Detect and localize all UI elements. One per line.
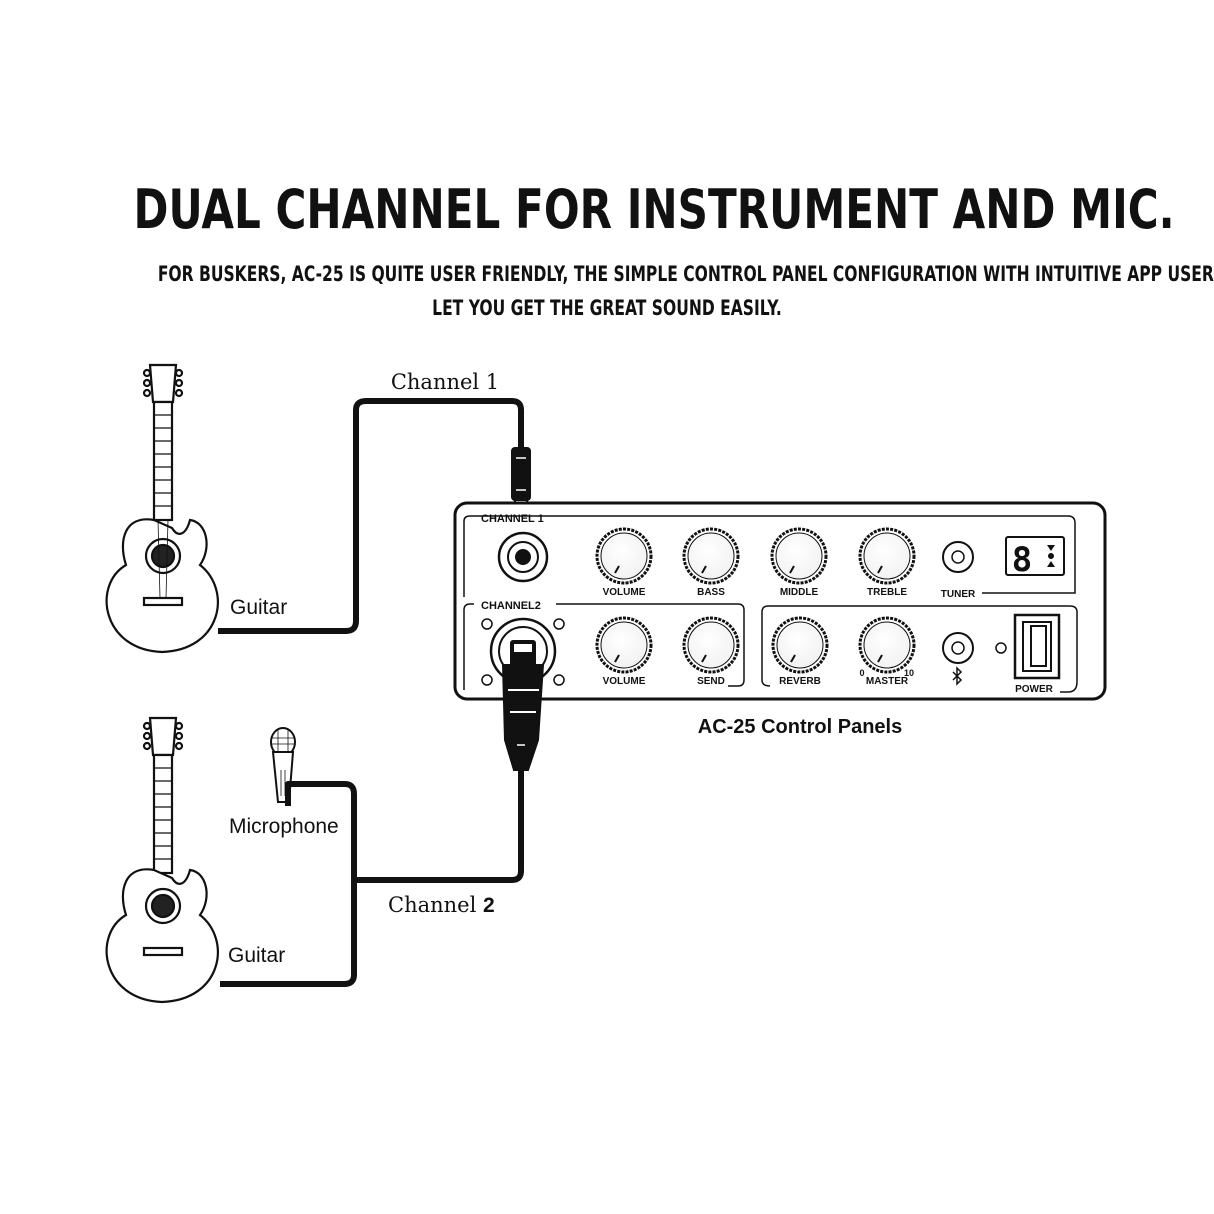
guitar-2-label: Guitar [228,944,285,967]
knob-ch1-volume-label: VOLUME [603,587,646,598]
knob-ch2-volume-label: VOLUME [603,676,646,687]
knob-reverb[interactable] [771,616,829,674]
page-title: DUAL CHANNEL FOR INSTRUMENT AND MIC. [133,178,1175,241]
bluetooth-icon [952,666,963,686]
subtitle-line-1: FOR BUSKERS, AC-25 IS QUITE USER FRIENDL… [157,262,1214,286]
channel-1-label: Channel 1 [391,370,499,394]
guitar-2-icon [105,716,219,1004]
knob-ch2-send-label: SEND [697,676,725,687]
guitar-1-icon [105,363,219,654]
knob-ch2-send[interactable] [682,616,740,674]
tuner-button[interactable] [942,541,974,573]
tuner-digit: 8 [1012,540,1032,580]
tuner-display: 8 [1005,536,1065,580]
knob-ch1-middle-label: MIDDLE [780,587,819,598]
knob-reverb-label: REVERB [779,676,821,687]
channel-2-label: Channel [388,893,477,917]
xlr-plug-icon [501,640,545,771]
panel-channel2-label: CHANNEL2 [481,600,541,612]
knob-master[interactable] [858,616,916,674]
knob-ch1-treble[interactable] [858,527,916,585]
channel1-input-jack[interactable] [497,531,549,583]
svg-text:Channel 2: Channel 2 [388,893,495,917]
channel-2-number: 2 [483,894,495,917]
power-switch[interactable] [1013,613,1061,680]
subtitle-line-2: LET YOU GET THE GREAT SOUND EASILY. [432,296,782,320]
knob-ch1-bass-label: BASS [697,587,725,598]
bluetooth-button[interactable] [942,632,974,664]
knob-ch1-bass[interactable] [682,527,740,585]
knob-ch1-middle[interactable] [770,527,828,585]
knob-ch1-treble-label: TREBLE [867,587,907,598]
knob-ch1-volume[interactable] [595,527,653,585]
panel-caption: AC-25 Control Panels [698,716,902,738]
tuner-label: TUNER [941,589,976,600]
power-label: POWER [1015,684,1054,695]
knob-ch2-volume[interactable] [595,616,653,674]
guitar-1-label: Guitar [230,596,287,619]
panel-channel1-label: CHANNEL 1 [481,513,544,525]
power-led [995,642,1007,654]
microphone-icon [270,727,296,803]
master-max-label: 10 [904,668,914,678]
control-panel: CHANNEL 1 CHANNEL2 [453,501,1107,771]
knob-master-label: MASTER [866,676,909,687]
cable-channel-2-mic [220,770,524,987]
microphone-label: Microphone [229,815,339,838]
cable-channel-1 [218,398,524,634]
master-min-label: 0 [859,668,864,678]
